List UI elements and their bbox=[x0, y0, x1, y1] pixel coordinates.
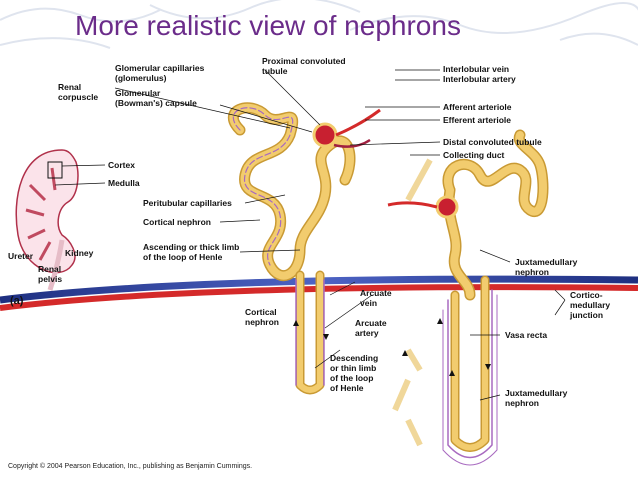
kidney-zoom-box bbox=[47, 161, 63, 179]
label-collecting-duct: Collecting duct bbox=[443, 150, 505, 160]
label-interlobular-vein: Interlobular vein bbox=[443, 64, 510, 74]
copyright-text: Copyright © 2004 Pearson Education, Inc.… bbox=[8, 463, 253, 470]
efferent-arteriole-vessel bbox=[333, 138, 371, 148]
label-cortical-nephron: Cortical nephron bbox=[143, 217, 212, 227]
juxtamedullary-nephron bbox=[442, 129, 549, 466]
label-glomerular-capsule: Glomerular (Bowman's) capsule bbox=[115, 88, 197, 108]
kidney-medulla-pyramids bbox=[25, 167, 57, 261]
afferent-arteriole-vessel bbox=[335, 108, 381, 137]
label-vasa-recta: Vasa recta bbox=[505, 330, 548, 340]
cortical-glomerulus bbox=[312, 122, 338, 148]
label-cortico-medullary-junction: Cortico- medullary junction bbox=[570, 290, 611, 320]
juxta-afferent-arteriole bbox=[387, 201, 438, 209]
ureter-tube bbox=[47, 239, 65, 291]
flow-arrows bbox=[293, 318, 491, 376]
label-glomerular-capillaries: Glomerular capillaries (glomerulus) bbox=[115, 63, 205, 83]
leader-lines bbox=[54, 69, 566, 401]
label-ascending-limb: Ascending or thick limb of the loop of H… bbox=[143, 242, 240, 262]
juxtamedullary-glomerulus bbox=[435, 195, 459, 219]
nephron-diagram bbox=[0, 60, 638, 470]
label-distal-tubule: Distal convoluted tubule bbox=[443, 137, 542, 147]
label-interlobular-artery: Interlobular artery bbox=[443, 74, 516, 84]
label-arcuate-vein: Arcuate vein bbox=[360, 288, 392, 308]
kidney-inset bbox=[15, 149, 79, 291]
label-proximal-tubule: Proximal convoluted tubule bbox=[262, 56, 346, 76]
arcuate-artery-vessel bbox=[0, 284, 638, 311]
label-ureter: Ureter bbox=[8, 251, 34, 261]
panel-label: (a) bbox=[10, 295, 24, 307]
label-efferent-arteriole: Efferent arteriole bbox=[443, 115, 512, 125]
label-kidney: Kidney bbox=[65, 248, 94, 258]
label-cortex: Cortex bbox=[108, 160, 135, 170]
slide-title: More realistic view of nephrons bbox=[75, 10, 461, 41]
label-juxtamedullary-nephron-top: Juxtamedullary nephron bbox=[515, 257, 578, 277]
label-renal-pelvis: Renal pelvis bbox=[38, 264, 63, 284]
nephron-figure: Renal corpuscle Glomerular capillaries (… bbox=[0, 50, 638, 479]
label-renal-corpuscle: Renal corpuscle bbox=[58, 82, 99, 102]
label-juxtamedullary-nephron-bottom: Juxtamedullary nephron bbox=[505, 388, 568, 408]
label-peritubular-capillaries: Peritubular capillaries bbox=[143, 198, 232, 208]
label-descending-limb: Descending or thin limb of the loop of H… bbox=[330, 353, 379, 393]
arcuate-vein-vessel bbox=[0, 275, 638, 304]
cortical-nephron bbox=[227, 102, 356, 395]
label-medulla: Medulla bbox=[108, 178, 140, 188]
label-cortical-nephron-bottom: Cortical nephron bbox=[245, 307, 279, 327]
label-afferent-arteriole: Afferent arteriole bbox=[443, 102, 512, 112]
collecting-duct-branches bbox=[392, 158, 433, 447]
label-arcuate-artery: Arcuate artery bbox=[355, 318, 387, 338]
